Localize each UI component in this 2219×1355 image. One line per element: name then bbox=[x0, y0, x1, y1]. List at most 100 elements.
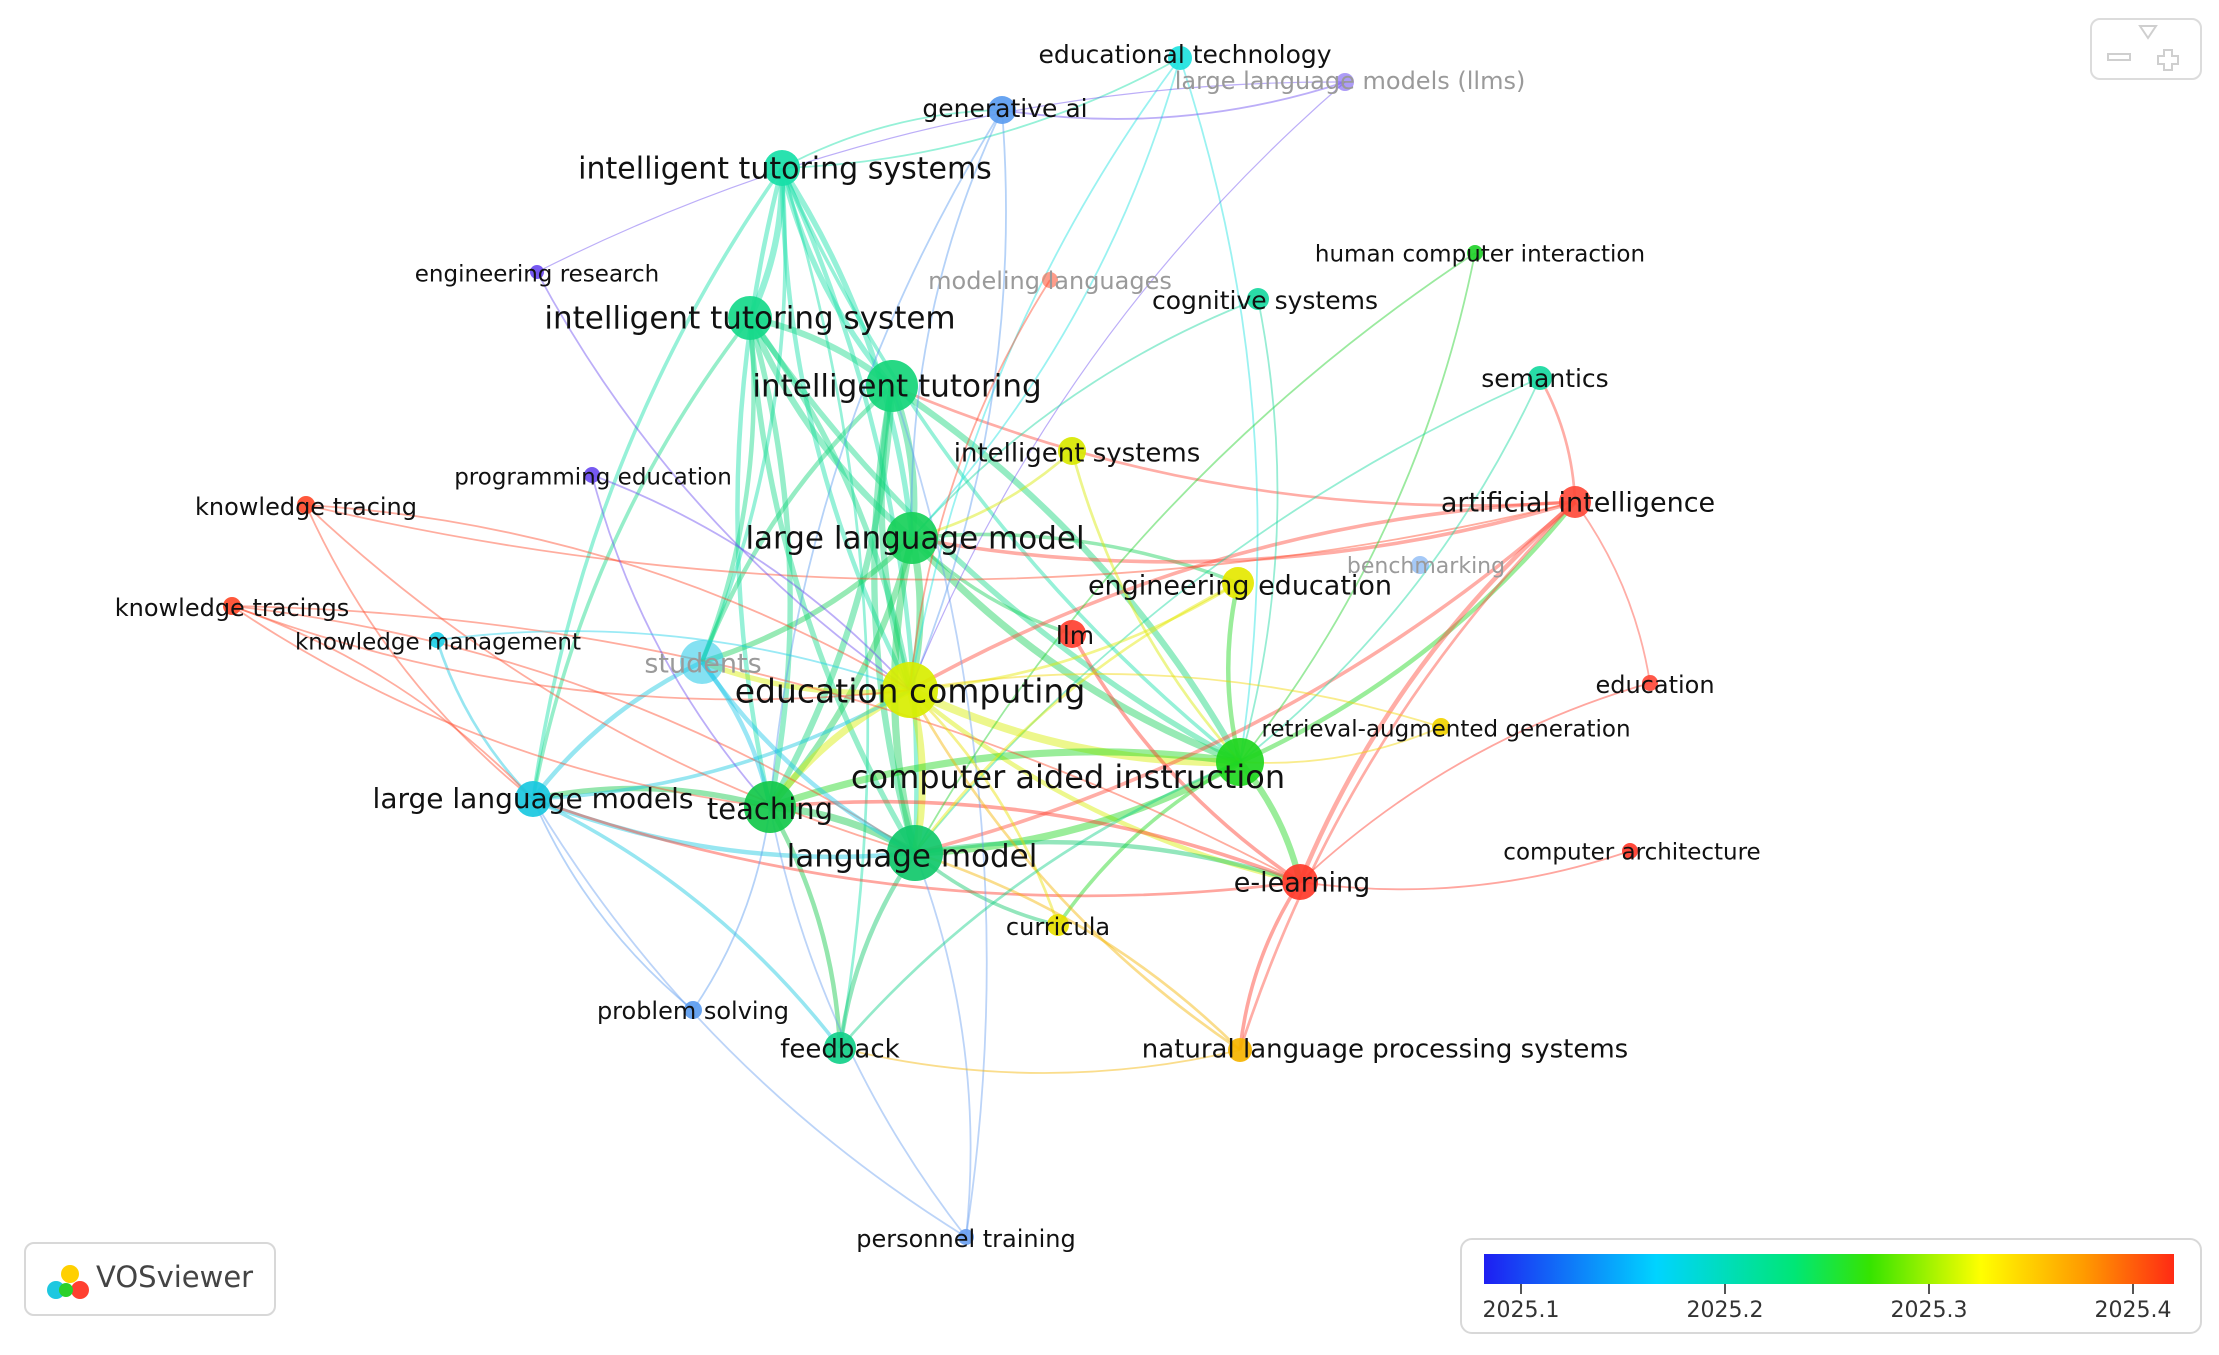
node-label-human-computer-interaction[interactable]: human computer interaction bbox=[1315, 242, 1645, 268]
node-generative-ai[interactable] bbox=[988, 96, 1016, 124]
node-label-knowledge-tracings[interactable]: knowledge tracings bbox=[115, 594, 350, 622]
node-label-e-learning[interactable]: e-learning bbox=[1234, 868, 1371, 899]
node-label-problem-solving[interactable]: problem solving bbox=[597, 997, 789, 1025]
node-large-language-model[interactable] bbox=[886, 512, 938, 564]
zoom-control[interactable] bbox=[2090, 18, 2202, 80]
network-edge bbox=[532, 798, 694, 1011]
node-label-retrieval-augmented-generation[interactable]: retrieval-augmented generation bbox=[1261, 717, 1630, 743]
node-label-intelligent-systems[interactable]: intelligent systems bbox=[954, 439, 1201, 469]
node-label-generative-ai[interactable]: generative ai bbox=[922, 94, 1087, 123]
node-label-language-model[interactable]: language model bbox=[787, 839, 1038, 875]
network-edge bbox=[1238, 501, 1576, 1051]
node-knowledge-tracing[interactable] bbox=[297, 496, 315, 514]
node-label-computer-aided-instruction[interactable]: computer aided instruction bbox=[851, 758, 1285, 796]
node-knowledge-tracings[interactable] bbox=[223, 597, 241, 615]
network-edge bbox=[779, 166, 915, 539]
node-feedback[interactable] bbox=[824, 1032, 856, 1064]
node-education[interactable] bbox=[1642, 675, 1658, 691]
node-e-learning[interactable] bbox=[1282, 864, 1318, 900]
node-label-engineering-research[interactable]: engineering research bbox=[415, 262, 659, 288]
vosviewer-logo-icon bbox=[47, 1265, 89, 1299]
network-edge bbox=[780, 167, 870, 1049]
node-label-students[interactable]: students bbox=[644, 649, 761, 680]
node-human-computer-interaction[interactable] bbox=[1467, 245, 1483, 261]
node-large-language-models[interactable] bbox=[515, 781, 551, 817]
node-cognitive-systems[interactable] bbox=[1247, 288, 1269, 310]
network-edge bbox=[768, 748, 1241, 811]
node-curricula[interactable] bbox=[1047, 914, 1069, 936]
network-edge bbox=[700, 167, 787, 663]
node-large-language-models-llms[interactable] bbox=[1336, 73, 1354, 91]
node-language-model[interactable] bbox=[887, 825, 943, 881]
node-retrieval-augmented-generation[interactable] bbox=[1432, 718, 1450, 736]
node-benchmarking[interactable] bbox=[1411, 556, 1429, 574]
logo-text: VOSviewer bbox=[96, 1260, 254, 1294]
network-edge bbox=[435, 639, 534, 800]
zoom-out-icon[interactable] bbox=[2107, 53, 2131, 61]
node-label-intelligent-tutoring-system[interactable]: intelligent tutoring system bbox=[544, 301, 955, 337]
node-label-natural-language-processing-systems[interactable]: natural language processing systems bbox=[1142, 1035, 1628, 1065]
node-label-cognitive-systems[interactable]: cognitive systems bbox=[1152, 286, 1378, 315]
node-label-curricula[interactable]: curricula bbox=[1006, 913, 1110, 941]
node-educational-technology[interactable] bbox=[1168, 46, 1192, 70]
network-edge bbox=[531, 316, 752, 800]
node-natural-language-processing-systems[interactable] bbox=[1228, 1038, 1252, 1062]
node-label-large-language-models-llms[interactable]: large language models (llms) bbox=[1175, 67, 1526, 95]
color-scale-bar bbox=[1484, 1254, 2174, 1284]
node-education-computing[interactable] bbox=[882, 662, 938, 718]
node-intelligent-tutoring-systems[interactable] bbox=[764, 150, 800, 186]
node-programming-education[interactable] bbox=[584, 467, 600, 483]
node-intelligent-tutoring-system[interactable] bbox=[728, 296, 772, 340]
network-edge bbox=[871, 385, 919, 854]
network-edge bbox=[914, 839, 1301, 885]
node-computer-aided-instruction[interactable] bbox=[1216, 738, 1264, 786]
node-personnel-training[interactable] bbox=[958, 1229, 974, 1245]
node-label-large-language-models[interactable]: large language models bbox=[373, 782, 694, 815]
node-label-large-language-model[interactable]: large language model bbox=[745, 521, 1084, 557]
node-label-education[interactable]: education bbox=[1595, 671, 1714, 699]
node-label-engineering-education[interactable]: engineering education bbox=[1088, 571, 1392, 602]
network-edge bbox=[1179, 57, 1259, 763]
node-label-personnel-training[interactable]: personnel training bbox=[856, 1225, 1076, 1253]
node-label-modeling-languages[interactable]: modeling languages bbox=[928, 267, 1172, 295]
network-edge bbox=[911, 532, 1239, 585]
node-llm[interactable] bbox=[1058, 620, 1086, 648]
node-label-artificial-intelligence[interactable]: artificial intelligence bbox=[1441, 488, 1715, 519]
network-edge bbox=[532, 785, 771, 810]
network-edge bbox=[891, 384, 1576, 507]
node-knowledge-management[interactable] bbox=[429, 632, 445, 648]
node-computer-architecture[interactable] bbox=[1622, 843, 1638, 859]
zoom-in-icon[interactable] bbox=[2157, 49, 2179, 71]
legend-tick-label: 2025.1 bbox=[1482, 1298, 1560, 1323]
node-label-knowledge-management[interactable]: knowledge management bbox=[295, 630, 581, 656]
node-label-teaching[interactable]: teaching bbox=[707, 792, 833, 826]
node-semantics[interactable] bbox=[1528, 366, 1552, 390]
node-label-computer-architecture[interactable]: computer architecture bbox=[1503, 840, 1760, 866]
node-label-intelligent-tutoring[interactable]: intelligent tutoring bbox=[752, 369, 1041, 405]
node-intelligent-systems[interactable] bbox=[1058, 437, 1086, 465]
node-engineering-research[interactable] bbox=[530, 265, 544, 279]
color-legend: 2025.1 2025.2 2025.3 2025.4 bbox=[1460, 1238, 2202, 1334]
node-label-intelligent-tutoring-systems[interactable]: intelligent tutoring systems bbox=[578, 152, 992, 187]
node-label-knowledge-tracing[interactable]: knowledge tracing bbox=[195, 493, 417, 521]
node-label-feedback[interactable]: feedback bbox=[780, 1035, 899, 1065]
edge-layer bbox=[231, 57, 1651, 1238]
node-teaching[interactable] bbox=[744, 781, 796, 833]
node-label-programming-education[interactable]: programming education bbox=[454, 465, 732, 491]
node-students[interactable] bbox=[680, 640, 724, 684]
node-label-semantics[interactable]: semantics bbox=[1481, 364, 1608, 393]
pan-triangle-icon[interactable] bbox=[2138, 25, 2158, 40]
node-engineering-education[interactable] bbox=[1222, 567, 1254, 599]
network-edge bbox=[531, 659, 703, 801]
network-edge bbox=[911, 298, 1259, 539]
node-label-llm[interactable]: llm bbox=[1056, 621, 1094, 650]
node-label-benchmarking[interactable]: benchmarking bbox=[1347, 554, 1505, 579]
node-intelligent-tutoring[interactable] bbox=[866, 360, 918, 412]
node-label-education-computing[interactable]: education computing bbox=[735, 672, 1086, 711]
node-modeling-languages[interactable] bbox=[1042, 272, 1058, 288]
node-problem-solving[interactable] bbox=[684, 1001, 702, 1019]
node-artificial-intelligence[interactable] bbox=[1559, 486, 1591, 518]
node-label-educational-technology[interactable]: educational technology bbox=[1038, 40, 1331, 69]
